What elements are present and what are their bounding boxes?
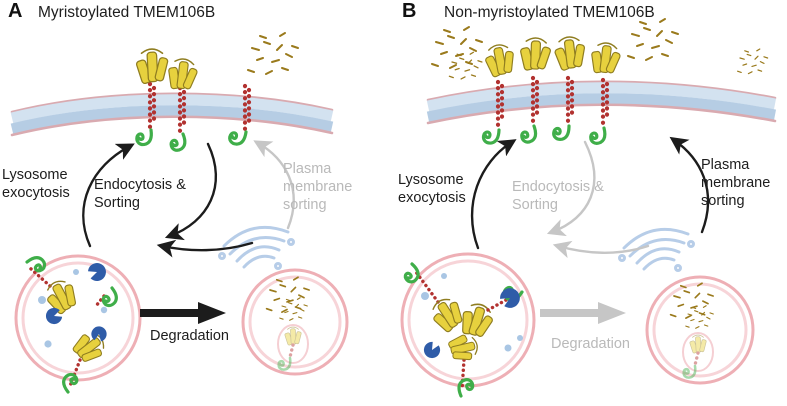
label-endocytosis-sorting-b: Endocytosis & Sorting	[512, 179, 604, 213]
arrow-plasma-membrane-sorting-a	[253, 140, 295, 230]
plasma-membrane-a	[10, 92, 334, 137]
arrow-lysosome-exocytosis-b	[470, 139, 517, 250]
luminal-domain	[482, 42, 518, 80]
transmembrane-helix	[94, 294, 106, 308]
lysosome-a	[14, 252, 142, 394]
plasma-membrane-b	[426, 80, 777, 125]
label-plasma-membrane-sorting-b: Plasma membrane sorting	[701, 157, 771, 209]
transmembrane-helix	[28, 266, 52, 288]
vesicle-dot	[38, 296, 46, 304]
nterm-hook	[480, 125, 501, 146]
luminal-domain	[552, 35, 588, 73]
vesicle-dot	[441, 273, 447, 279]
panel-a-letter: A	[8, 0, 23, 22]
label-lysosome-exocytosis-a: Lysosome exocytosis	[2, 167, 70, 201]
panel-b-title: Non-myristoylated TMEM106B	[444, 4, 655, 21]
arrow-endocytosis-a	[164, 142, 218, 241]
nterm-hook	[551, 122, 571, 143]
vesicle-dot	[44, 340, 52, 348]
lysosome-degraded-a	[241, 268, 349, 376]
label-degradation-a: Degradation	[150, 328, 229, 344]
label-endocytosis-sorting-a: Endocytosis & Sorting	[94, 177, 186, 211]
degraded-peptides-a	[247, 32, 299, 75]
vesicle-dot	[73, 269, 79, 275]
arrow-endocytosis-b	[546, 140, 596, 237]
degradation-arrow-a	[140, 302, 226, 324]
panel-a-graphics	[10, 32, 349, 394]
luminal-domain	[134, 48, 170, 85]
degraded-peptides-b	[431, 26, 483, 69]
lysosome-degraded-b	[645, 275, 755, 385]
arrow-plasma-membrane-sorting-b	[669, 136, 710, 234]
vesicle-dot	[421, 292, 429, 300]
vesicle-dot	[100, 306, 108, 314]
vesicle-dot	[517, 335, 523, 341]
luminal-domain	[587, 39, 624, 78]
degraded-peptides-b	[627, 18, 679, 61]
label-degradation-b: Degradation	[551, 336, 630, 352]
nterm-hook	[135, 128, 153, 147]
transmembrane-helix	[460, 358, 466, 392]
transmembrane-helix	[486, 298, 508, 312]
luminal-domain	[164, 55, 201, 94]
transmembrane-helix	[414, 270, 440, 304]
label-lysosome-exocytosis-b: Lysosome exocytosis	[398, 172, 466, 206]
nterm-hook	[226, 126, 248, 148]
arrow-lysosome-exocytosis-a	[82, 143, 135, 248]
luminal-domain	[517, 35, 553, 74]
nterm-hook	[588, 126, 608, 146]
nterm-hook	[167, 132, 189, 154]
lysosome-b	[399, 252, 536, 398]
arrow-golgi-to-lysosome-b	[552, 240, 650, 259]
panel-b-letter: B	[402, 0, 417, 22]
degraded-peptides-b	[736, 48, 769, 75]
panel-b-graphics	[399, 18, 777, 398]
vesicle-dot	[504, 344, 512, 352]
arrow-golgi-to-lysosome-a	[156, 239, 254, 258]
transmembrane-helix	[68, 358, 82, 388]
degradation-arrow-b	[540, 302, 626, 324]
nterm-hook	[518, 124, 539, 145]
label-plasma-membrane-sorting-a: Plasma membrane sorting	[283, 161, 353, 213]
panel-a-title: Myristoylated TMEM106B	[38, 4, 216, 21]
